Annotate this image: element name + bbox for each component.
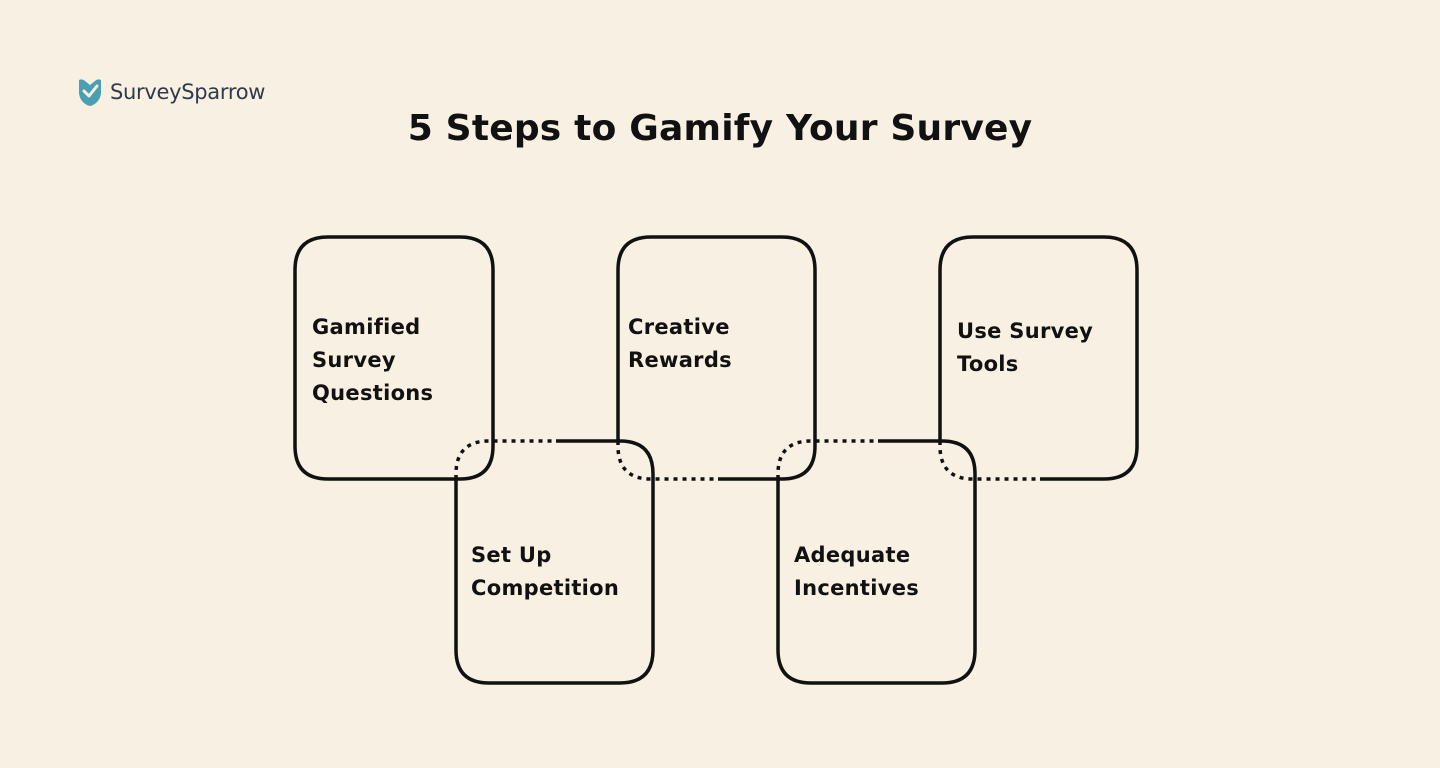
step-label-5-line2: Tools xyxy=(957,352,1019,376)
step-label-1-line3: Questions xyxy=(312,381,434,405)
step-label-1-line2: Survey xyxy=(312,348,396,372)
step-label-2-line1: Set Up xyxy=(471,543,552,567)
step-label-5-line1: Use Survey xyxy=(957,319,1094,343)
step-box-5 xyxy=(938,235,1139,481)
step-box-2 xyxy=(454,439,655,685)
step-label-4-line2: Incentives xyxy=(794,576,920,600)
step-box-4 xyxy=(776,439,977,685)
step-label-3: Creative Rewards xyxy=(628,311,732,377)
step-label-1-line1: Gamified xyxy=(312,315,421,339)
page-title: 5 Steps to Gamify Your Survey xyxy=(407,108,1033,149)
step-label-3-line2: Rewards xyxy=(628,348,732,372)
sparrow-check-icon xyxy=(79,79,101,106)
step-box-1 xyxy=(293,235,495,481)
step-label-5: Use Survey Tools xyxy=(957,315,1093,381)
step-label-4: Adequate Incentives xyxy=(794,539,919,605)
step-label-3-line1: Creative xyxy=(628,315,730,339)
step-label-2: Set Up Competition xyxy=(471,539,619,605)
step-label-4-line1: Adequate xyxy=(794,543,911,567)
step-label-1: Gamified Survey Questions xyxy=(312,311,433,410)
step-label-2-line2: Competition xyxy=(471,576,620,600)
step-box-3 xyxy=(616,235,817,481)
brand-logo: SurveySparrow xyxy=(76,76,265,108)
brand-name: SurveySparrow xyxy=(110,80,266,104)
